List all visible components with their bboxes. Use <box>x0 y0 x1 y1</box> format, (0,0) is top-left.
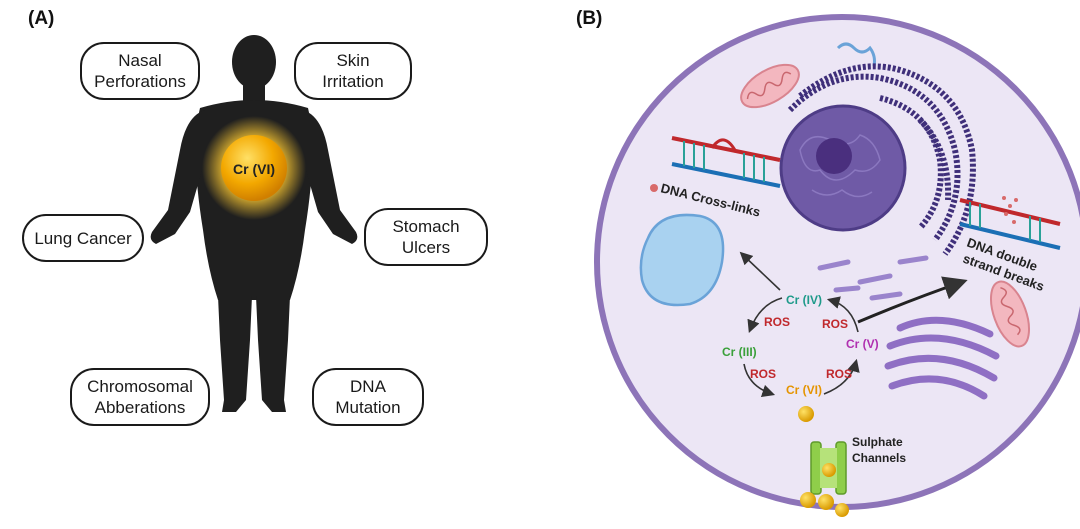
effect-stomach-ulcers: Stomach Ulcers <box>364 208 488 266</box>
rough-er <box>787 63 976 256</box>
cr6-center-label: Cr (VI) <box>233 161 275 177</box>
cr3-label: Cr (III) <box>722 345 757 359</box>
sulphate-label-line1: Sulphate <box>852 435 903 449</box>
ros-right-top: ROS <box>822 317 848 331</box>
mitochondrion-top <box>740 63 800 109</box>
sulphate-label-line2: Channels <box>852 451 906 465</box>
panel-b-label: (B) <box>576 8 603 29</box>
dna-break-graphic <box>959 196 1061 250</box>
smooth-er <box>817 255 929 301</box>
golgi-apparatus <box>884 316 1000 400</box>
effect-dna-mutation: DNA Mutation <box>312 368 424 426</box>
cr6-ion-outside-1 <box>800 492 816 508</box>
cr6-ion-outside-3 <box>835 503 849 517</box>
mitochondrion-right <box>989 280 1031 348</box>
effect-lung-cancer: Lung Cancer <box>22 214 144 262</box>
cr6-ion-outside-2 <box>818 494 834 510</box>
crosslink-dot <box>650 184 658 192</box>
ros-right-bottom: ROS <box>826 367 852 381</box>
effect-chromosomal-aberrations: Chromosomal Abberations <box>70 368 210 426</box>
cr5-label: Cr (V) <box>846 337 879 351</box>
vacuole <box>639 213 725 307</box>
dna-crosslink-graphic <box>671 136 781 188</box>
ros-left-bottom: ROS <box>750 367 776 381</box>
arrow-to-dsb <box>857 276 968 324</box>
cr6-label-cell: Cr (VI) <box>786 383 822 397</box>
cell-diagram: DNA Cross-links DNA double strand breaks… <box>594 14 1080 517</box>
effect-nasal-perforations: Nasal Perforations <box>80 42 200 100</box>
cr4-label: Cr (IV) <box>786 293 822 307</box>
human-silhouette: Cr (VI) <box>150 35 358 412</box>
cr6-ion-inside <box>798 406 814 422</box>
ros-left-top: ROS <box>764 315 790 329</box>
cr-redox-cycle <box>739 251 860 398</box>
cr6-orb <box>221 135 287 201</box>
panel-a-label: (A) <box>28 8 55 29</box>
squiggle-organelle <box>836 42 876 67</box>
effect-skin-irritation: Skin Irritation <box>294 42 412 100</box>
nucleolus <box>816 138 852 174</box>
sulphate-channel <box>810 441 847 495</box>
